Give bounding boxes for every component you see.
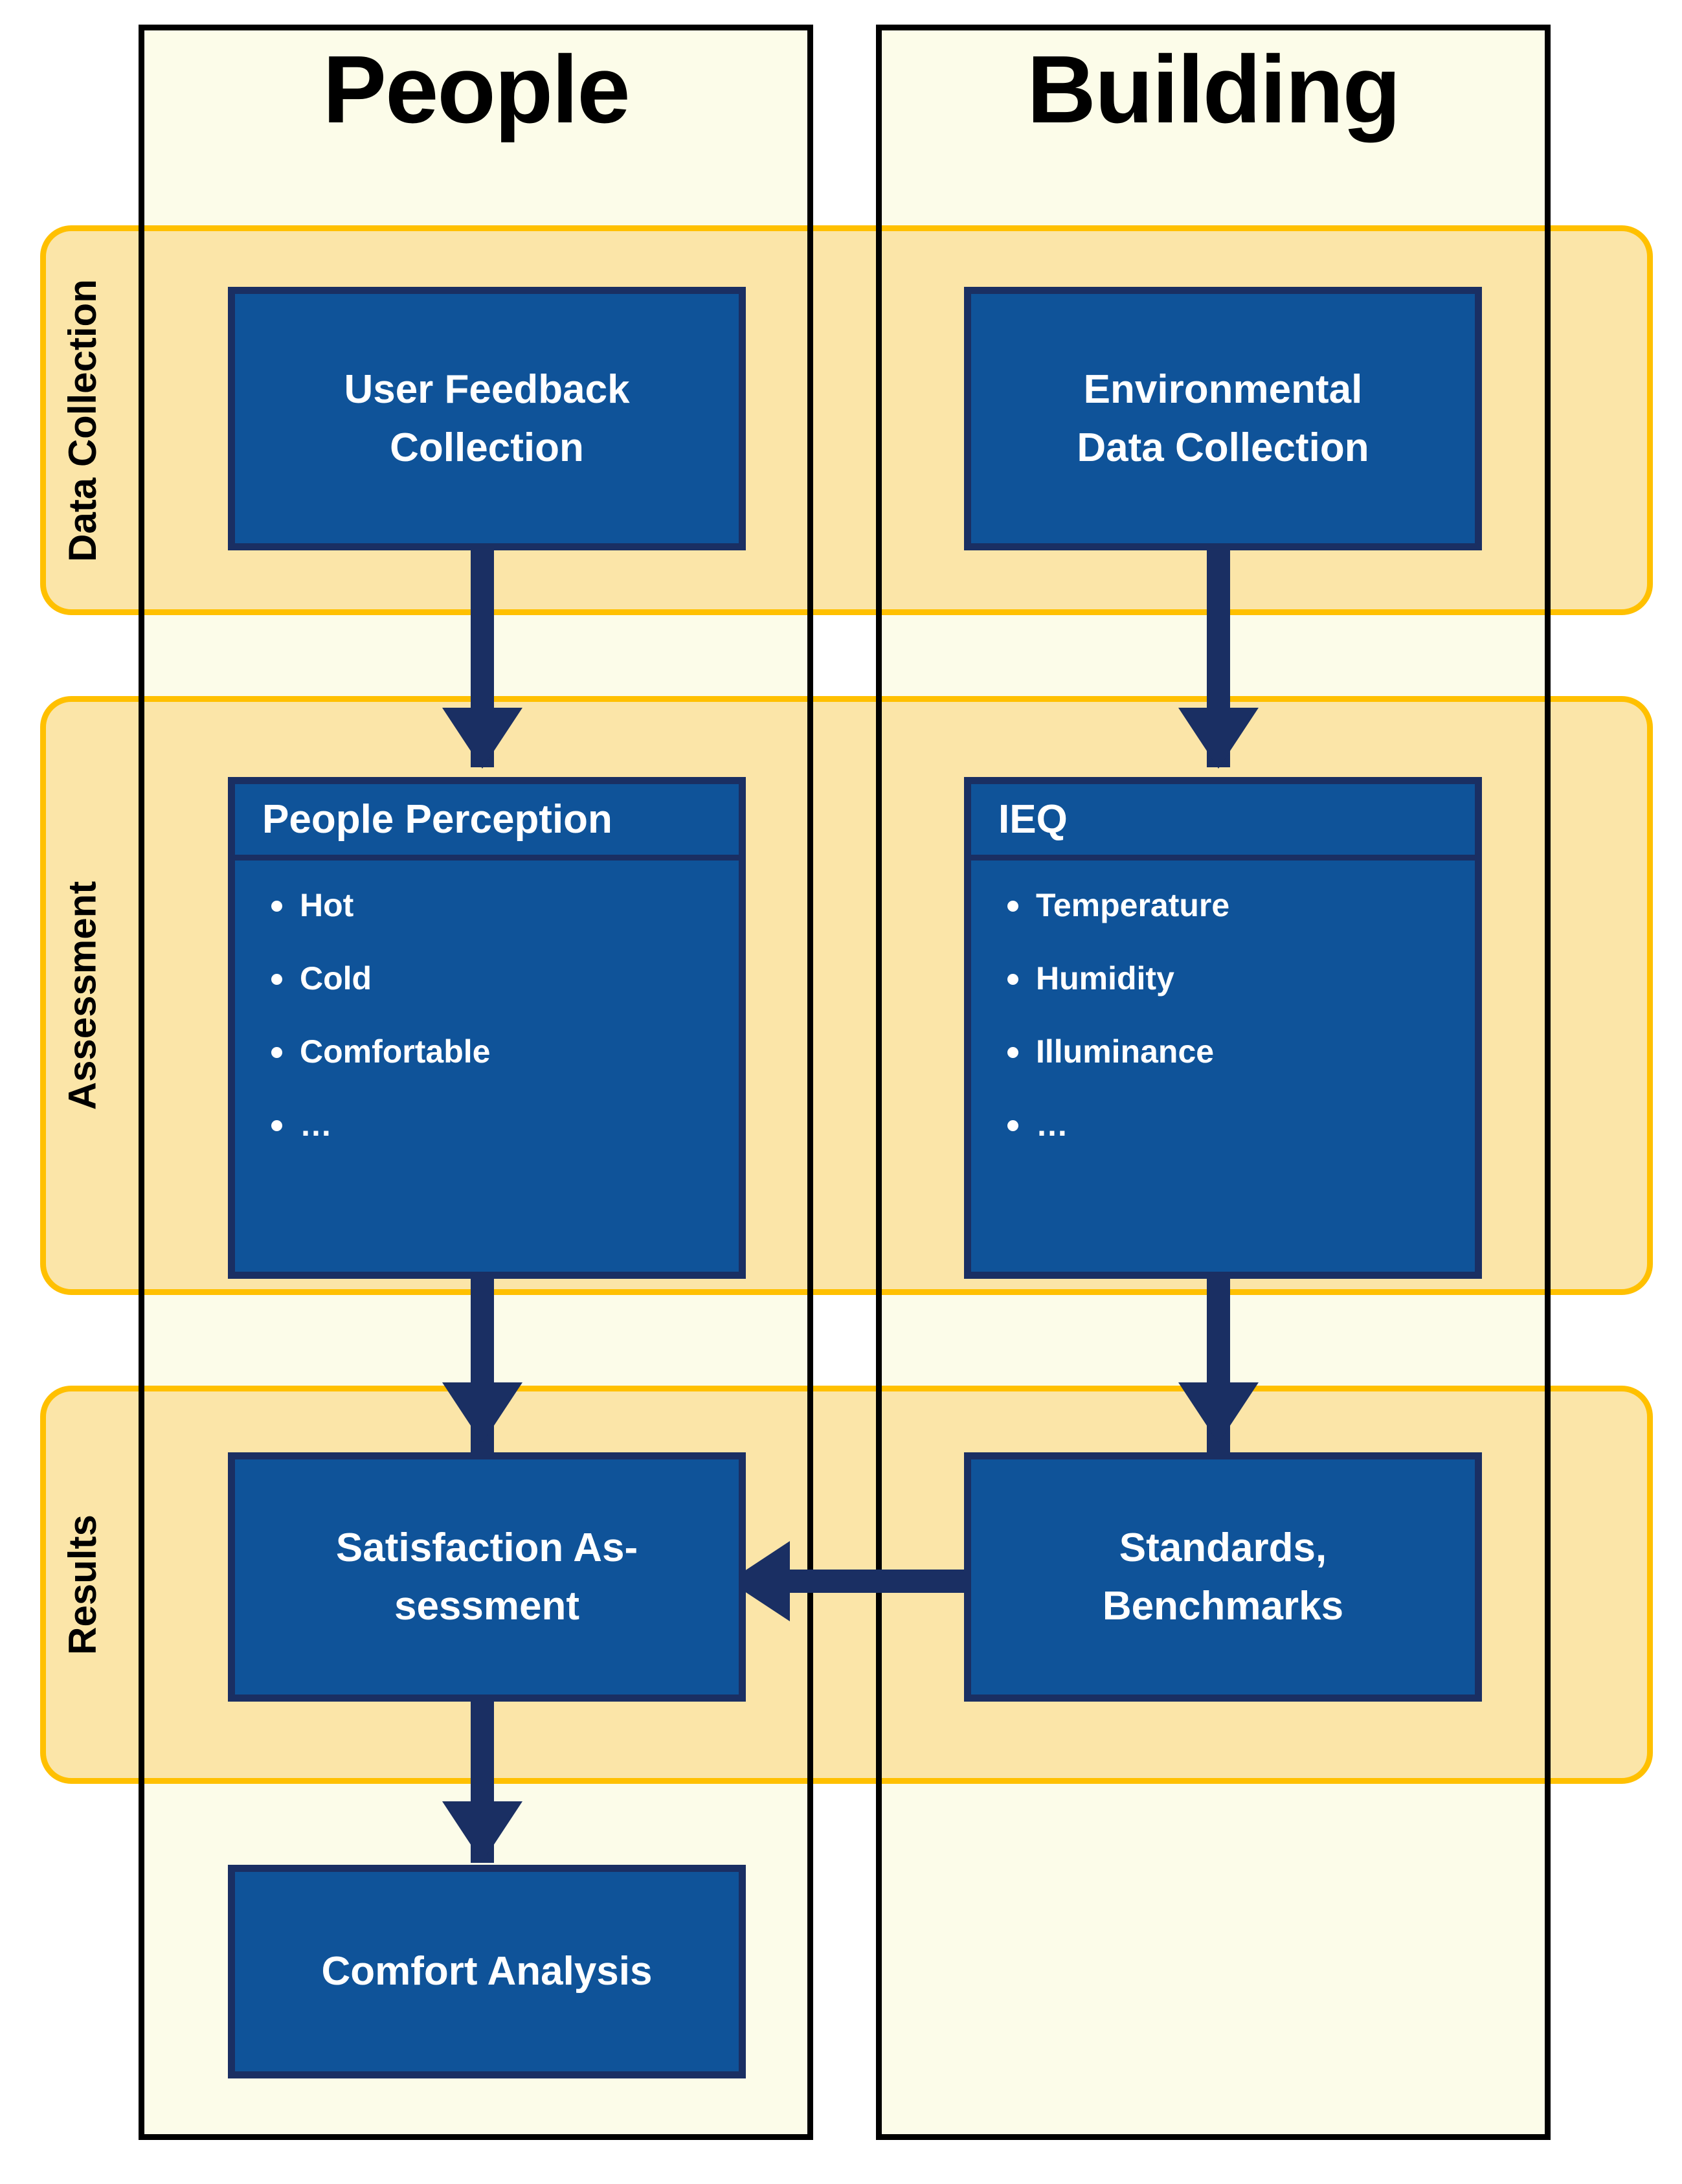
band-label-results: Results (46, 1391, 118, 1778)
column-edge-overlay (807, 225, 813, 615)
column-edge-overlay (807, 696, 813, 1295)
column-edge-overlay (1545, 1386, 1551, 1784)
node-people-perception-list: Hot Cold Comfortable … (235, 861, 739, 1141)
node-ieq-list: Temperature Humidity Illuminance … (971, 861, 1475, 1141)
node-standards-benchmarks[interactable]: Standards, Benchmarks (964, 1452, 1482, 1702)
column-title-building: Building (1027, 36, 1401, 143)
list-item: Temperature (1007, 889, 1475, 921)
node-people-perception-title: People Perception (235, 784, 739, 861)
node-people-perception[interactable]: People Perception Hot Cold Comfortable … (228, 777, 746, 1279)
column-edge-overlay (139, 696, 144, 1295)
list-item: Cold (271, 962, 739, 995)
node-satisfaction-assessment[interactable]: Satisfaction As- sessment (228, 1452, 746, 1702)
node-comfort-analysis[interactable]: Comfort Analysis (228, 1865, 746, 2078)
node-label-line2: sessment (394, 1583, 580, 1628)
list-item: Hot (271, 889, 739, 921)
band-label-text: Assessment (60, 881, 104, 1110)
band-label-data-collection: Data Collection (46, 231, 118, 609)
list-item: … (271, 1109, 739, 1141)
column-edge-overlay (139, 1386, 144, 1784)
node-label-line2: Collection (390, 425, 584, 470)
node-label-line1: Environmental (1083, 366, 1363, 412)
list-item: … (1007, 1109, 1475, 1141)
node-label-line1: User Feedback (344, 366, 630, 412)
node-label: Standards, Benchmarks (971, 1459, 1475, 1694)
band-label-assessment: Assessment (46, 702, 118, 1289)
band-label-text: Data Collection (60, 278, 104, 562)
node-ieq-title: IEQ (971, 784, 1475, 861)
band-label-text: Results (60, 1514, 104, 1655)
node-environmental-data-collection[interactable]: Environmental Data Collection (964, 287, 1482, 550)
node-user-feedback-collection[interactable]: User Feedback Collection (228, 287, 746, 550)
column-title-people: People (322, 36, 630, 143)
node-label: Environmental Data Collection (971, 294, 1475, 543)
column-edge-overlay (1545, 696, 1551, 1295)
node-label-line2: Benchmarks (1102, 1583, 1344, 1628)
list-item: Illuminance (1007, 1035, 1475, 1068)
column-edge-overlay (139, 225, 144, 615)
node-label-line1: Standards, (1119, 1525, 1327, 1570)
node-ieq[interactable]: IEQ Temperature Humidity Illuminance … (964, 777, 1482, 1279)
node-label: Satisfaction As- sessment (235, 1459, 739, 1694)
node-label: Comfort Analysis (235, 1872, 739, 2071)
list-item: Humidity (1007, 962, 1475, 995)
node-label: User Feedback Collection (235, 294, 739, 543)
node-label-line2: Data Collection (1077, 425, 1369, 470)
column-edge-overlay (876, 696, 882, 1295)
column-edge-overlay (876, 225, 882, 615)
column-edge-overlay (1545, 225, 1551, 615)
list-item: Comfortable (271, 1035, 739, 1068)
node-label-line1: Satisfaction As- (335, 1525, 638, 1570)
node-label-line1: Comfort Analysis (321, 1949, 653, 1994)
